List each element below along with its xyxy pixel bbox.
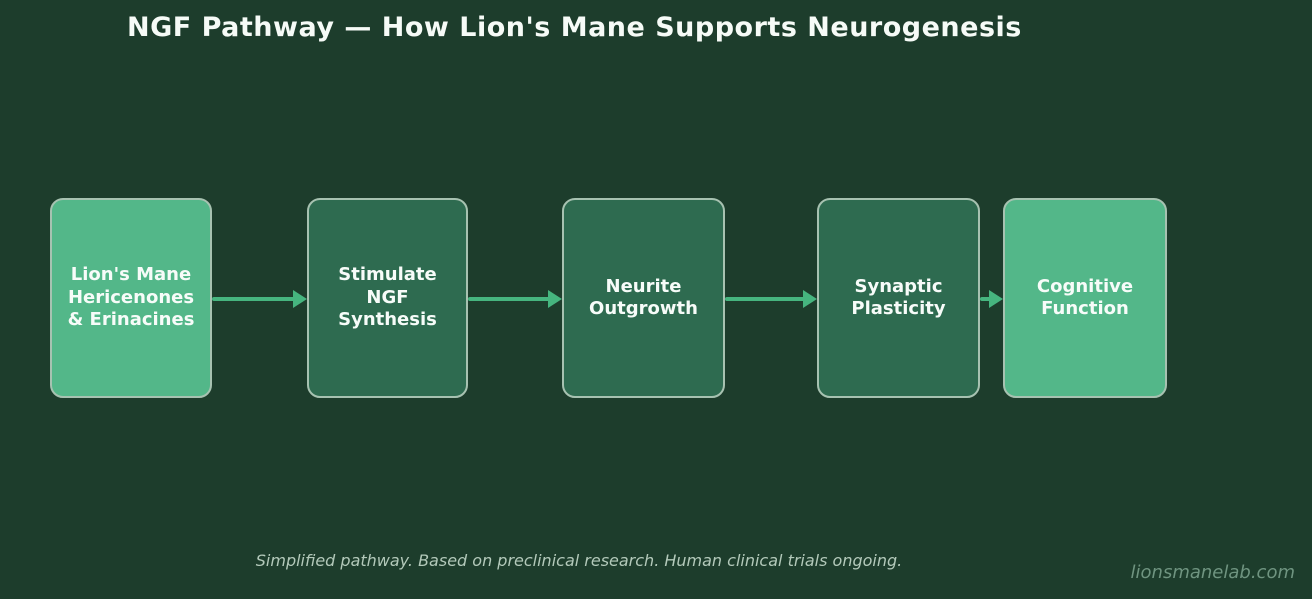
arrow-connector-2 xyxy=(468,290,562,308)
arrow-shaft xyxy=(212,297,295,301)
flow-node-cognitive-function: Cognitive Function xyxy=(1003,198,1167,398)
flow-node-label: Synaptic Plasticity xyxy=(851,275,946,320)
arrow-shaft xyxy=(980,297,992,301)
page-title: NGF Pathway — How Lion's Mane Supports N… xyxy=(127,12,1022,43)
flow-node-label: Stimulate NGF Synthesis xyxy=(338,264,437,331)
flow-node-label: Cognitive Function xyxy=(1036,275,1134,320)
flow-node-label: Lion's Mane Hericenones & Erinacines xyxy=(67,264,195,331)
arrow-shaft xyxy=(725,297,805,301)
watermark: lionsmanelab.com xyxy=(1130,562,1295,583)
flow-node-ngf-synthesis: Stimulate NGF Synthesis xyxy=(307,198,468,398)
disclaimer-note: Simplified pathway. Based on preclinical… xyxy=(255,551,903,570)
arrow-head-icon xyxy=(293,290,307,308)
arrow-head-icon xyxy=(803,290,817,308)
flow-node-neurite-outgrowth: Neurite Outgrowth xyxy=(562,198,725,398)
arrow-head-icon xyxy=(989,290,1003,308)
arrow-connector-1 xyxy=(212,290,307,308)
flow-node-lions-mane: Lion's Mane Hericenones & Erinacines xyxy=(50,198,212,398)
arrow-connector-3 xyxy=(725,290,817,308)
flow-node-label: Neurite Outgrowth xyxy=(589,275,698,320)
arrow-connector-4 xyxy=(980,290,1003,308)
arrow-head-icon xyxy=(548,290,562,308)
flow-node-synaptic-plasticity: Synaptic Plasticity xyxy=(817,198,980,398)
arrow-shaft xyxy=(468,297,550,301)
